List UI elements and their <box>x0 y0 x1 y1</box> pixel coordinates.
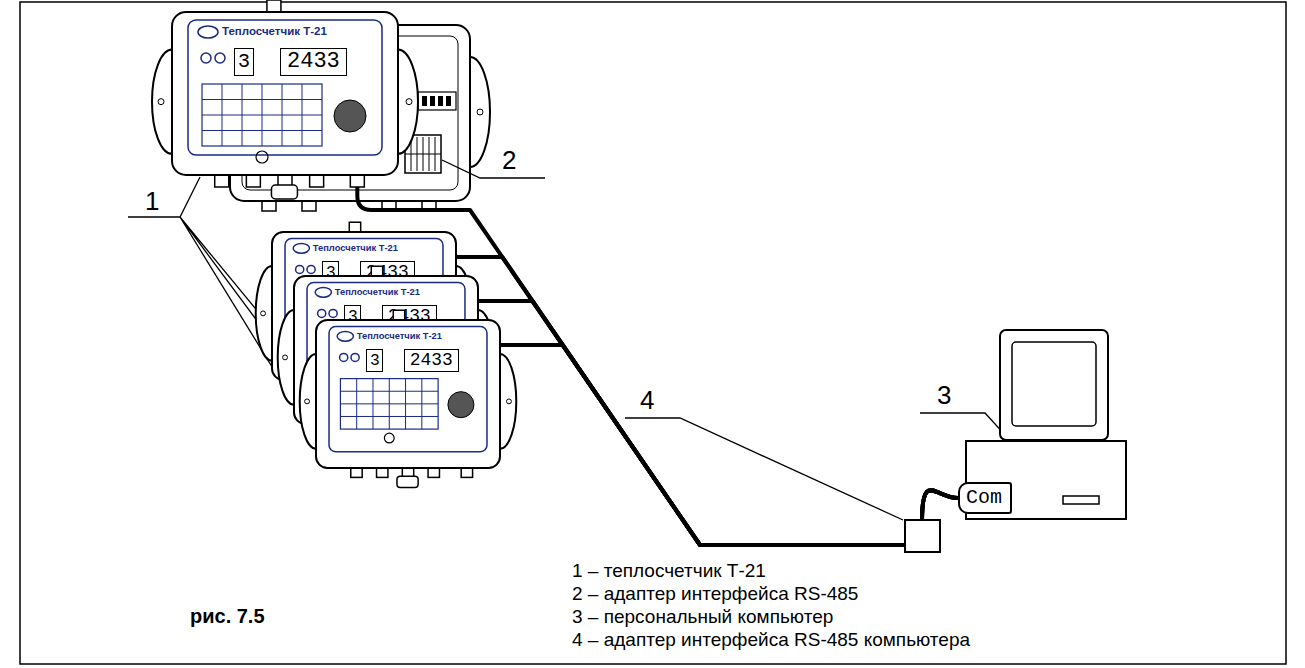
key-text: 3 – персональный компьютер <box>572 606 833 628</box>
logo <box>198 26 218 38</box>
meter-title: Теплосчетчик Т-21 <box>222 25 327 38</box>
control-knob <box>334 100 366 132</box>
meter-title: Теплосчетчик Т-21 <box>335 287 420 297</box>
logo <box>337 331 353 341</box>
monitor-screen <box>1012 342 1096 426</box>
rs485-bus-cable <box>357 175 958 545</box>
ear-hole <box>158 99 164 105</box>
ear-hole <box>477 109 483 115</box>
front-panel <box>329 327 487 452</box>
channel-digit: 3 <box>366 349 383 372</box>
leader-line <box>625 418 903 520</box>
meter-housing <box>172 12 398 175</box>
ear-hole <box>406 99 412 105</box>
channel-digit: 3 <box>234 48 254 76</box>
rs485-adapter-box <box>905 520 940 552</box>
callout-number: 4 <box>640 386 654 416</box>
heat-meter: Теплосчетчик Т-21 3 2433 <box>316 320 500 468</box>
frame <box>20 2 1286 664</box>
leader-line <box>920 413 1006 436</box>
keypad-grid <box>340 379 438 429</box>
keypad-grid <box>202 84 322 146</box>
monitor <box>1000 330 1108 440</box>
led <box>351 353 359 361</box>
led <box>201 53 211 63</box>
keypad <box>340 379 438 429</box>
meter-housing <box>316 320 500 468</box>
ear-hole <box>261 311 266 316</box>
led <box>318 309 326 317</box>
ear-hole <box>507 399 512 404</box>
heat-meter: Теплосчетчик Т-21 3 2433 <box>172 12 398 175</box>
dip-key <box>446 96 451 106</box>
monitor-case <box>1000 330 1108 440</box>
rs485-bus-cable <box>478 301 958 545</box>
key-text: 4 – адаптер интерфейса RS-485 компьютера <box>572 629 970 651</box>
led <box>215 53 225 63</box>
led <box>296 265 304 273</box>
rs485-bus-cable <box>456 257 958 545</box>
dip-key <box>430 96 435 106</box>
display-value: 2433 <box>280 48 347 76</box>
logo <box>293 243 309 253</box>
ear-hole <box>305 399 310 404</box>
control-knob <box>448 392 474 418</box>
key-text: 2 – адаптер интерфейса RS-485 <box>572 583 858 605</box>
led <box>307 265 315 273</box>
rs485-bus-cable <box>500 345 958 545</box>
heat-meter-drawing <box>316 320 500 468</box>
ear-hole <box>283 355 288 360</box>
leader-lines <box>128 160 1006 520</box>
logo <box>315 287 331 297</box>
dip-key <box>422 96 427 106</box>
led <box>340 353 348 361</box>
callout-number: 2 <box>502 146 516 176</box>
callout-number: 3 <box>937 381 951 411</box>
sensor-plug <box>397 476 418 487</box>
keypad <box>202 84 322 146</box>
com-port-plug: Com <box>958 482 1012 514</box>
front-panel <box>188 20 382 155</box>
dip-key <box>438 96 443 106</box>
personal-computer: Com <box>958 440 1128 522</box>
sensor-plug <box>271 185 297 199</box>
callout-number: 1 <box>145 187 159 217</box>
meter-title: Теплосчетчик Т-21 <box>357 331 442 341</box>
meter-title: Теплосчетчик Т-21 <box>313 243 398 253</box>
optical-port <box>256 151 268 163</box>
leader-line <box>442 160 545 178</box>
figure-caption: рис. 7.5 <box>190 605 265 628</box>
optical-port <box>384 433 394 443</box>
drive-slot <box>1063 496 1099 504</box>
led <box>329 309 337 317</box>
display-value: 2433 <box>404 349 459 372</box>
dip-switch <box>418 92 456 110</box>
key-text: 1 – теплосчетчик Т-21 <box>572 560 766 582</box>
